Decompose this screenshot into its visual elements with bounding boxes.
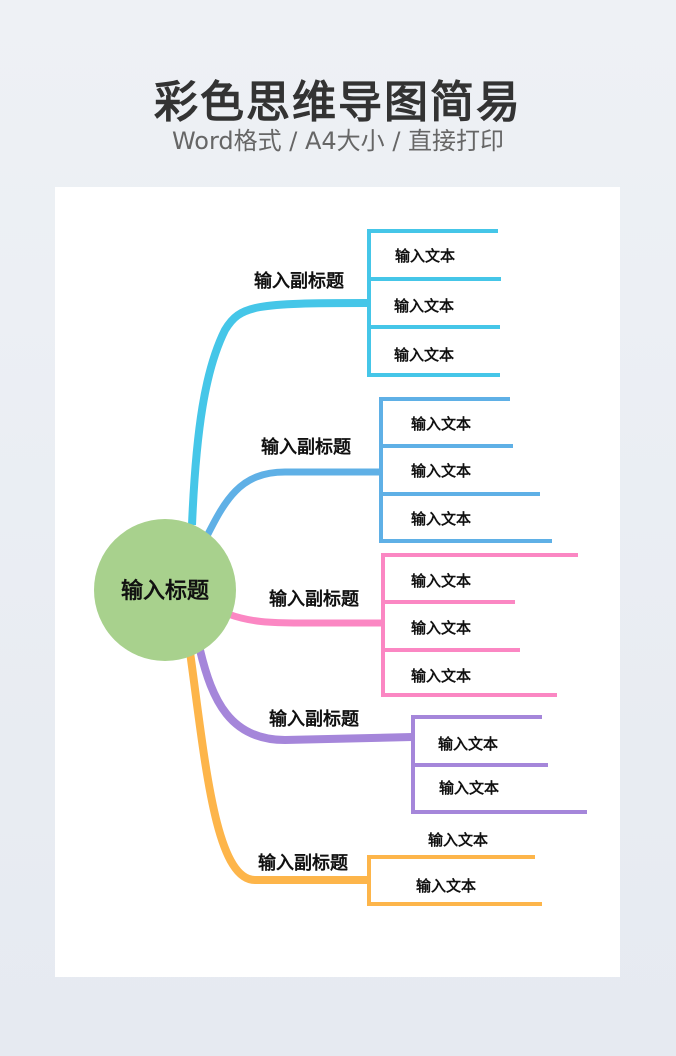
- branch-connector-3: [226, 610, 382, 627]
- item-text[interactable]: 输入文本: [439, 779, 499, 797]
- item-text[interactable]: 输入文本: [416, 877, 476, 895]
- item-bracket-1: [367, 229, 501, 377]
- item-text[interactable]: 输入文本: [394, 297, 454, 315]
- item-text[interactable]: 输入文本: [411, 667, 471, 685]
- branch-connector-5: [186, 651, 368, 884]
- item-bracket-4: [411, 715, 587, 814]
- branch-label[interactable]: 输入副标题: [269, 708, 360, 730]
- item-bracket-3: [381, 553, 578, 697]
- branch-label[interactable]: 输入副标题: [261, 436, 352, 458]
- item-text[interactable]: 输入文本: [438, 735, 498, 753]
- item-text[interactable]: 输入文本: [428, 831, 488, 849]
- branch-label[interactable]: 输入副标题: [269, 588, 360, 610]
- page-subtitle: Word格式 / A4大小 / 直接打印: [171, 127, 505, 155]
- center-node[interactable]: [94, 519, 236, 661]
- item-text[interactable]: 输入文本: [411, 462, 471, 480]
- item-text[interactable]: 输入文本: [411, 415, 471, 433]
- item-text[interactable]: 输入文本: [411, 572, 471, 590]
- page-title: 彩色思维导图简易: [154, 77, 522, 128]
- item-text[interactable]: 输入文本: [411, 619, 471, 637]
- branch-label[interactable]: 输入副标题: [258, 852, 349, 874]
- branch-connector-1: [188, 299, 368, 526]
- item-bracket-5: [367, 855, 542, 906]
- item-text[interactable]: 输入文本: [395, 247, 455, 265]
- item-text[interactable]: 输入文本: [411, 510, 471, 528]
- branch-connector-4: [196, 649, 413, 745]
- center-title[interactable]: 输入标题: [121, 578, 210, 604]
- branch-connector-2: [201, 468, 380, 542]
- item-bracket-2: [379, 397, 552, 543]
- branch-label[interactable]: 输入副标题: [254, 270, 345, 292]
- item-text[interactable]: 输入文本: [394, 346, 454, 364]
